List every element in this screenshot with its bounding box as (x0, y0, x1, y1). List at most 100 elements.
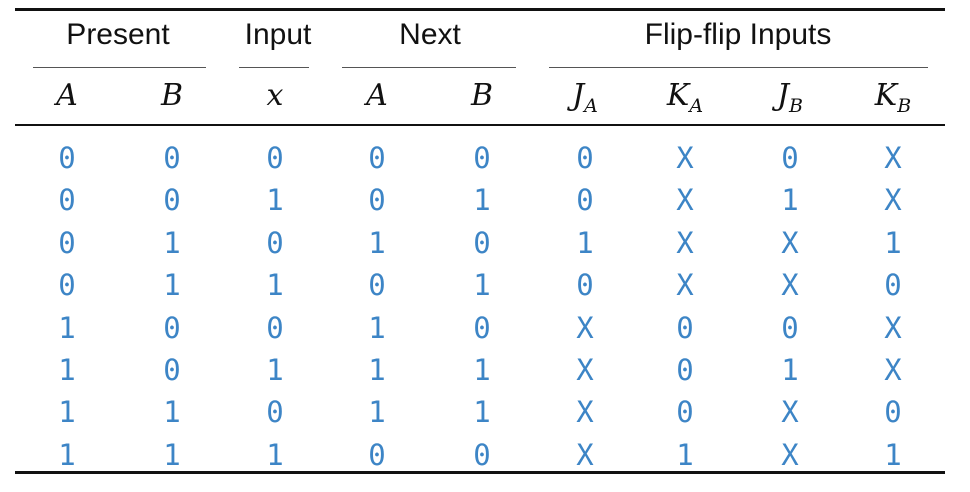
header-rule (15, 124, 945, 126)
table-cell: 0 (576, 268, 594, 303)
column-header: x (267, 78, 284, 113)
table-cell: 0 (676, 310, 694, 345)
group-flipflop-underline (549, 67, 928, 68)
table-cell: X (676, 183, 694, 218)
table-cell: 1 (576, 225, 594, 260)
table-cell: 0 (163, 310, 181, 345)
column-header-main: A (56, 78, 78, 113)
table-cell: 1 (368, 225, 386, 260)
column-header: KB (875, 78, 911, 117)
table-cell: 1 (676, 437, 694, 472)
table-cell: 1 (58, 395, 76, 430)
table-cell: 1 (473, 268, 491, 303)
column-header: A (366, 78, 388, 113)
group-input-underline (239, 67, 309, 68)
table-cell: X (884, 310, 902, 345)
table-cell: X (576, 310, 594, 345)
table-cell: X (576, 395, 594, 430)
bottom-rule (15, 471, 945, 474)
column-header: A (56, 78, 78, 113)
table-cell: 1 (884, 225, 902, 260)
column-header-subscript: A (584, 95, 598, 117)
table-cell: 0 (473, 141, 491, 175)
column-header: JA (572, 78, 598, 117)
column-header-main: x (266, 78, 284, 113)
table-cell: 1 (473, 183, 491, 218)
top-rule (15, 8, 945, 11)
table-cell: 0 (884, 395, 902, 430)
table-cell: 0 (58, 183, 76, 218)
column-header-main: B (470, 78, 494, 113)
table-cell: 1 (266, 268, 284, 303)
table-cell: X (781, 225, 799, 260)
table-cell: 0 (368, 141, 386, 175)
table-cell: X (781, 268, 799, 303)
table-cell: 0 (368, 268, 386, 303)
table-cell: 1 (368, 310, 386, 345)
table-cell: 1 (884, 437, 902, 472)
table-cell: 0 (884, 268, 902, 303)
table-cell: 1 (58, 353, 76, 387)
table-cell: 0 (163, 141, 181, 175)
table-cell: 1 (473, 395, 491, 430)
table-cell: 1 (58, 437, 76, 472)
table-cell: 0 (58, 268, 76, 303)
table-cell: X (676, 225, 694, 260)
table-cell: 0 (473, 310, 491, 345)
table-cell: 0 (473, 225, 491, 260)
table-cell: 1 (368, 395, 386, 430)
group-flipflop-inputs-label: Flip-flip Inputs (644, 18, 832, 51)
table-cell: 1 (473, 353, 491, 387)
table-cell: X (781, 437, 799, 472)
table-cell: X (884, 353, 902, 387)
group-present-underline (33, 67, 206, 68)
table-cell: 0 (473, 437, 491, 472)
table-cell: 0 (781, 310, 799, 345)
table-cell: 0 (576, 141, 594, 175)
table-cell: 0 (676, 353, 694, 387)
table-cell: 1 (266, 353, 284, 387)
table-cell: 0 (58, 141, 76, 175)
column-header: KA (667, 78, 703, 117)
column-header-main: A (366, 78, 388, 113)
table-cell: 1 (781, 183, 799, 218)
table-cell: X (576, 437, 594, 472)
table-cell: 1 (266, 183, 284, 218)
table-cell: 1 (781, 353, 799, 387)
column-header-subscript: B (897, 95, 912, 117)
group-next-underline (342, 67, 516, 68)
group-present-label: Present (66, 18, 170, 51)
column-header-main: B (160, 78, 184, 113)
table-cell: 0 (781, 141, 799, 175)
table-cell: 0 (266, 141, 284, 175)
column-header-main: J (777, 78, 790, 113)
table-cell: X (884, 183, 902, 218)
table-cell: 1 (266, 437, 284, 472)
table-cell: 1 (58, 310, 76, 345)
column-header: B (471, 78, 493, 113)
table-cell: 1 (163, 437, 181, 472)
table-cell: 0 (368, 437, 386, 472)
column-header: JB (777, 78, 803, 117)
table-cell: 0 (163, 353, 181, 387)
column-header-subscript: B (789, 95, 803, 117)
table-cell: X (781, 395, 799, 430)
table-cell: 1 (163, 225, 181, 260)
table-cell: 0 (266, 310, 284, 345)
table-cell: 0 (266, 395, 284, 430)
table-cell: 0 (368, 183, 386, 218)
table-cell: X (576, 353, 594, 387)
table-cell: X (676, 141, 694, 175)
table-cell: X (676, 268, 694, 303)
group-next-label: Next (399, 18, 461, 51)
table-cell: 1 (163, 268, 181, 303)
column-header-main: K (874, 78, 898, 113)
table-cell: 0 (266, 225, 284, 260)
table-cell: 0 (576, 183, 594, 218)
table-cell: X (884, 141, 902, 175)
column-header-subscript: A (689, 95, 704, 117)
table-cell: 1 (163, 395, 181, 430)
table-cell: 0 (676, 395, 694, 430)
table-cell: 0 (58, 225, 76, 260)
